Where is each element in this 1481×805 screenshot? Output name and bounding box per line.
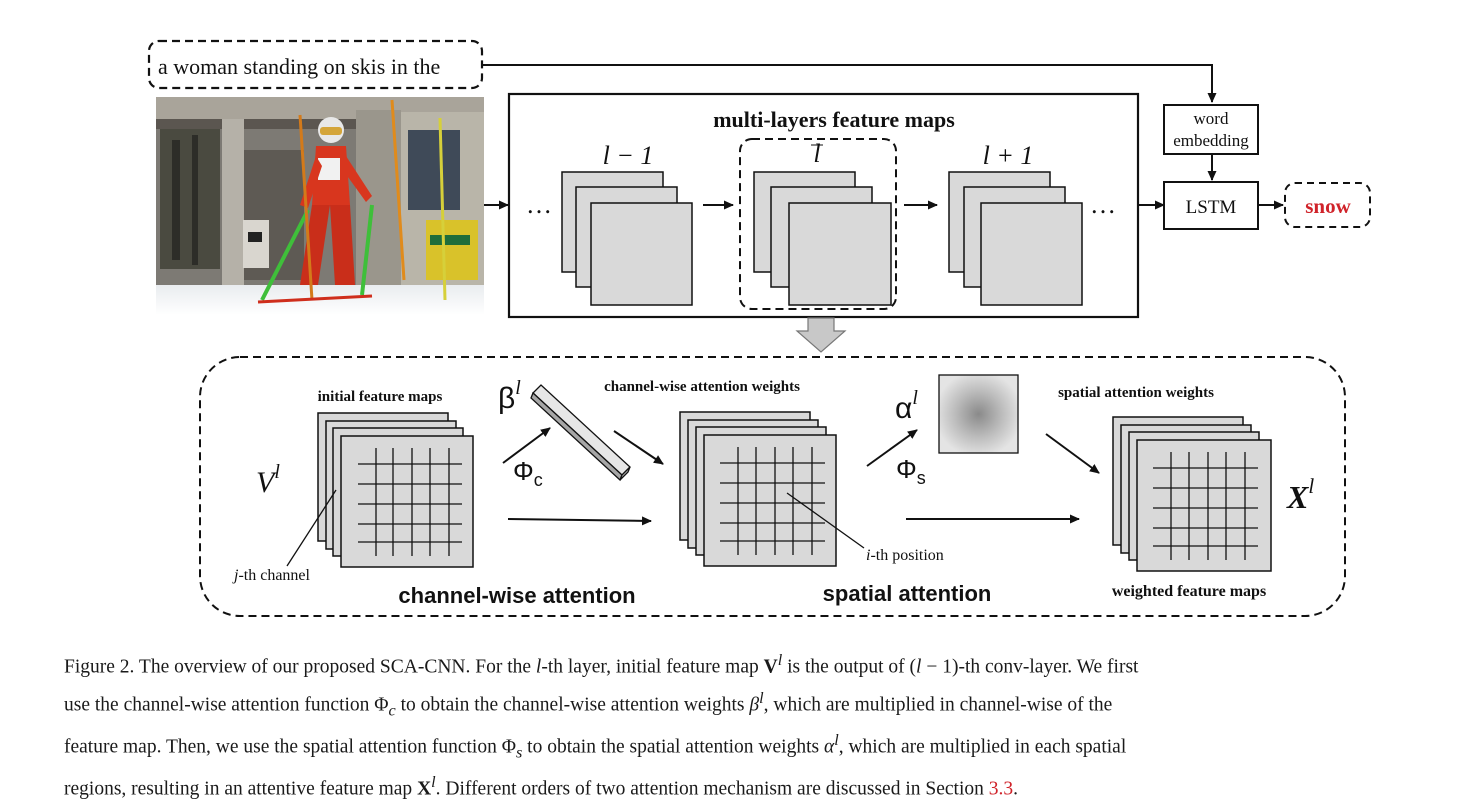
output-word: snow — [1305, 194, 1351, 218]
section-reference-link[interactable]: 3.3 — [988, 778, 1014, 800]
phi-c-arrow — [502, 427, 551, 464]
caption-line-4: regions, resulting in an attentive featu… — [64, 767, 1454, 805]
caption-math: c — [388, 700, 396, 719]
figure-caption: Figure 2. The overview of our proposed S… — [64, 645, 1454, 805]
current-layer-selection — [739, 138, 897, 310]
lstm-label: LSTM — [1186, 197, 1237, 218]
output-word-box: snow — [1284, 182, 1371, 228]
caption-math: α — [823, 736, 835, 758]
caption-text: , which are multiplied in channel-wise o… — [763, 694, 1113, 715]
layer-label-l-plus-1: l + 1 — [983, 141, 1034, 170]
ith-position-label: i-th position — [866, 547, 944, 564]
caption-text: , which are multiplied in each spatial — [838, 736, 1127, 758]
spatial-attention-label: spatial attention — [823, 581, 992, 606]
map-stack-l-plus-1 — [948, 171, 1083, 306]
caption-line-2: use the channel-wise attention function … — [64, 683, 1454, 725]
phi-s-arrow — [866, 429, 918, 467]
right-ellipsis: … — [1090, 190, 1116, 219]
spatial-weights-label: spatial attention weights — [1058, 385, 1214, 401]
caption-text: − 1)-th conv-layer. We first — [921, 656, 1139, 678]
caption-math: V — [763, 656, 778, 678]
X-label: Xl — [1286, 474, 1314, 515]
word-embedding-line1: word — [1194, 109, 1229, 128]
caption-math: l — [777, 651, 783, 669]
jth-channel-pointer — [286, 489, 337, 567]
initial-feature-maps-stack — [317, 412, 474, 568]
ith-position-pointer — [786, 492, 865, 549]
caption-math: l — [916, 656, 922, 678]
jth-channel-label: j-th channel — [232, 567, 311, 584]
caption-text: . Different orders of two attention mech… — [435, 778, 989, 800]
sentence-to-embedding-arrow — [482, 64, 1217, 103]
sentence-box: a woman standing on skis in the — [147, 39, 484, 90]
weighted-maps-label: weighted feature maps — [1112, 583, 1266, 600]
caption-text: to obtain the channel-wise attention wei… — [395, 694, 750, 715]
caption-text: use the channel-wise attention function … — [64, 694, 389, 715]
spatial-weights-map — [938, 374, 1019, 454]
caption-text: regions, resulting in an attentive featu… — [64, 778, 418, 800]
multi-layer-feature-maps-box: multi-layers feature maps … l − 1 l l + … — [507, 92, 1140, 319]
channel-attention-label: channel-wise attention — [398, 583, 635, 608]
caption-math: l — [431, 773, 436, 792]
caption-text: to obtain the spatial attention weights — [522, 736, 824, 758]
caption-math: l — [834, 730, 839, 749]
caption-text: feature map. Then, we use the spatial at… — [64, 736, 516, 758]
map-stack-l — [753, 171, 892, 306]
caption-text: . — [1013, 778, 1018, 800]
caption-math: l — [759, 688, 764, 707]
channel-weights-bar — [530, 384, 631, 482]
initial-to-channel-arrow — [507, 516, 652, 526]
caption-line-3: feature map. Then, we use the spatial at… — [64, 725, 1454, 767]
spatial-weights-to-output-arrow — [1045, 433, 1100, 474]
sentence-text: a woman standing on skis in the — [158, 54, 440, 79]
weighted-feature-maps-stack — [1112, 416, 1272, 572]
alpha-label: αl — [895, 387, 918, 425]
word-embedding-box: word embedding — [1163, 104, 1259, 155]
lstm-box: LSTM — [1163, 181, 1259, 230]
feature-maps-title: multi-layers feature maps — [713, 107, 955, 132]
layer-label-l-minus-1: l − 1 — [603, 141, 654, 170]
caption-math: β — [749, 694, 760, 715]
phi-s-label: Φs — [896, 454, 926, 488]
sca-cnn-diagram: a woman standing on skis in the — [147, 39, 1371, 617]
caption-math: s — [515, 743, 523, 762]
caption-math: l — [535, 656, 542, 678]
V-label: Vl — [256, 461, 280, 499]
caption-text: Figure 2. The overview of our proposed S… — [64, 656, 536, 678]
word-embedding-line2: embedding — [1173, 131, 1249, 150]
beta-label: βl — [498, 377, 521, 415]
weights-to-maps-arrow — [613, 430, 664, 465]
caption-line-1: Figure 2. The overview of our proposed S… — [64, 645, 1454, 683]
channel-weights-label: channel-wise attention weights — [604, 379, 800, 395]
layer-label-l: l — [813, 139, 820, 168]
caption-text: is the output of ( — [782, 656, 917, 678]
initial-maps-label: initial feature maps — [318, 389, 443, 405]
skier-photo — [156, 97, 484, 315]
map-stack-l-minus-1 — [561, 171, 693, 306]
attention-detail-panel — [199, 356, 1346, 617]
channel-attended-maps-stack — [679, 411, 837, 567]
zoom-down-arrow — [795, 317, 847, 353]
caption-math: X — [417, 778, 432, 800]
phi-c-label: Φc — [513, 456, 543, 490]
caption-text: -th layer, initial feature map — [541, 656, 764, 678]
left-ellipsis: … — [526, 190, 552, 219]
